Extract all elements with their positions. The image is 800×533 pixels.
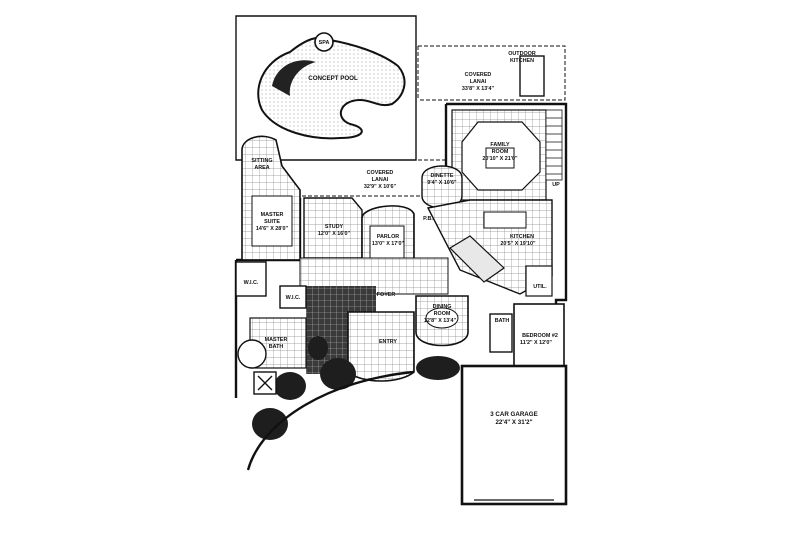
master-bed	[251, 195, 293, 247]
label-kitchen-dim: 20'5" X 19'10"	[500, 241, 536, 247]
label-garage: 3 CAR GARAGE	[490, 411, 537, 418]
wic-left	[235, 261, 267, 297]
label-master-suite-2: SUITE	[264, 219, 280, 225]
family-room-table	[485, 147, 515, 169]
label-outdoor-kitchen: KITCHEN	[510, 58, 534, 64]
label-util: UTIL.	[533, 284, 547, 290]
shower-x	[257, 375, 273, 391]
label-lanai-top-1: COVERED	[465, 72, 492, 78]
stair	[545, 109, 563, 181]
label-entry: ENTRY	[379, 339, 397, 345]
label-sitting: SITTING	[251, 158, 272, 164]
label-kitchen: KITCHEN	[510, 234, 534, 240]
bath-2	[489, 313, 513, 353]
garden-wall	[246, 370, 415, 471]
label-bedroom-2: BEDROOM #2	[522, 333, 558, 339]
label-dinette: DINETTE	[430, 173, 453, 179]
label-master-suite-1: MASTER	[261, 212, 284, 218]
kitchen-counter	[449, 235, 505, 283]
landscaping	[252, 336, 460, 440]
label-parlor: PARLOR	[377, 234, 399, 240]
bedroom-2	[513, 303, 565, 369]
label-dinette-dim: 9'4" X 10'6"	[427, 180, 457, 186]
label-lanai-mid-1: COVERED	[367, 170, 394, 176]
label-family: FAMILY	[490, 142, 510, 148]
label-wic: W.I.C.	[244, 280, 259, 286]
label-lanai-mid-2: LANAI	[372, 177, 389, 183]
label-up: UP	[552, 182, 560, 188]
master-bath-tub	[237, 339, 267, 369]
entry-floor	[347, 311, 415, 382]
label-study-dim: 12'0" X 16'0"	[318, 231, 351, 237]
label-concept-pool: CONCEPT POOL	[308, 75, 358, 82]
label-spa: SPA	[319, 40, 330, 46]
label-lanai-mid-dim: 32'9" X 10'6"	[364, 184, 397, 190]
parlor-rug	[369, 225, 405, 261]
label-family-dim: 20'10" X 21'0"	[482, 156, 518, 162]
label-family-room: ROOM	[492, 149, 509, 155]
kitchen-island	[483, 211, 527, 229]
label-master-suite-dim: 14'6" X 28'0"	[256, 226, 289, 232]
outdoor-kitchen	[519, 55, 545, 97]
label-garage-dim: 22'4" X 31'2"	[495, 419, 532, 426]
dinette-floor	[421, 165, 463, 209]
spa	[314, 32, 334, 52]
label-outdoor: OUTDOOR	[508, 51, 536, 57]
label-bedroom-2-dim: 11'2" X 12'0"	[520, 340, 552, 346]
label-sitting-area: AREA	[254, 165, 269, 171]
label-dining-dim: 12'8" X 13'4"	[424, 318, 457, 324]
label-master-bath-2: BATH	[269, 344, 284, 350]
label-master-bath-1: MASTER	[265, 337, 288, 343]
utility-room	[525, 265, 553, 297]
wic-right	[279, 285, 307, 309]
dining-table	[425, 307, 459, 329]
label-wic-2: W.I.C.	[286, 295, 301, 301]
label-lanai-top-2: LANAI	[470, 79, 487, 85]
label-foyer: FOYER	[377, 292, 396, 298]
pool-shading	[272, 60, 316, 96]
covered-lanai-top	[417, 45, 566, 101]
label-pb: P.B.	[423, 216, 433, 222]
label-parlor-dim: 13'0" X 17'0"	[372, 241, 405, 247]
label-dining-room: ROOM	[434, 311, 451, 317]
garage	[460, 364, 568, 506]
label-study: STUDY	[325, 224, 344, 230]
label-dining: DINING	[433, 304, 452, 310]
label-bath: BATH	[495, 318, 510, 324]
label-lanai-top-dim: 33'8" X 13'4"	[462, 86, 495, 92]
